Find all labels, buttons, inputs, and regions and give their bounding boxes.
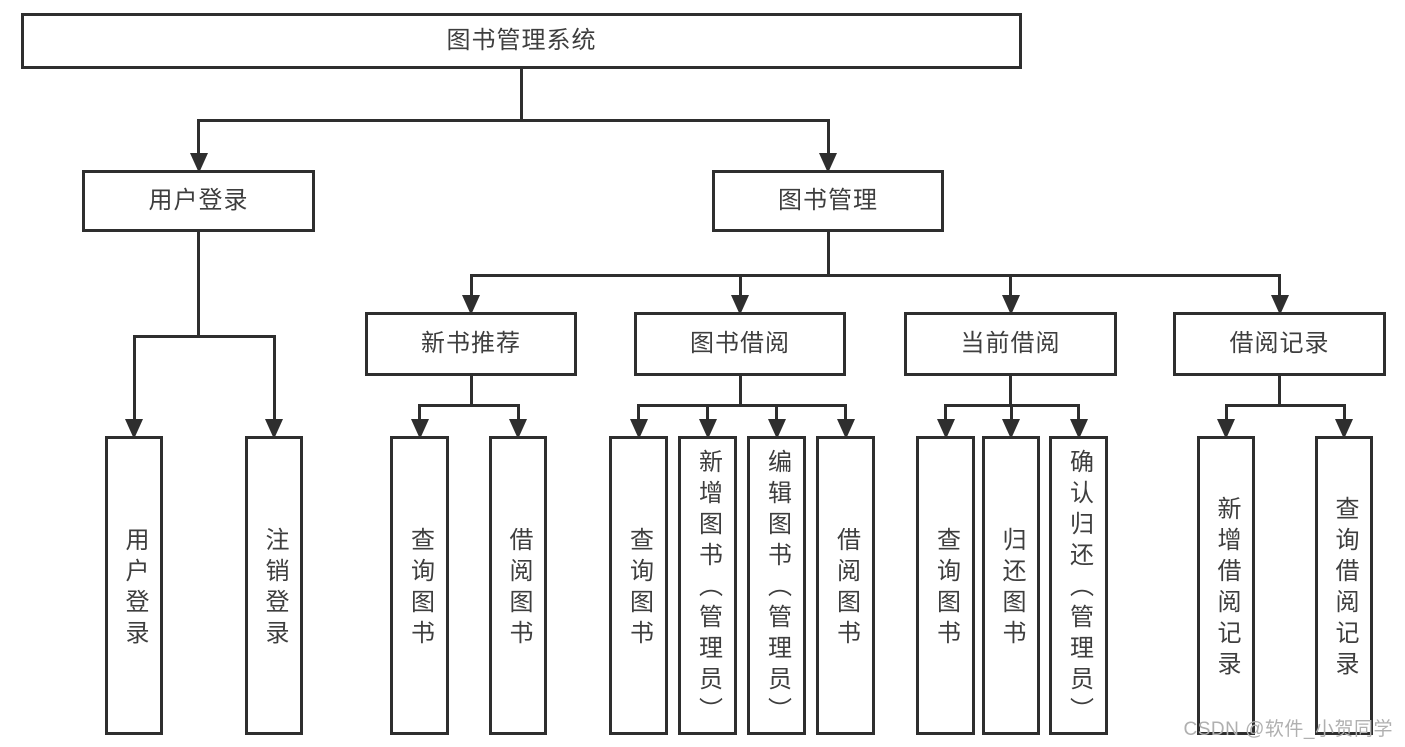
- connector-stem: [197, 232, 200, 336]
- arrowhead-down-icon: [1217, 419, 1235, 439]
- connector-drop: [844, 405, 847, 422]
- connector-drop: [1077, 405, 1080, 422]
- node-records-query-record: 查询借阅记录: [1315, 436, 1373, 735]
- arrowhead-down-icon: [1270, 295, 1289, 315]
- arrowhead-down-icon: [731, 295, 749, 315]
- connector-drop: [1224, 405, 1228, 422]
- node-label-records-query-record: 查询借阅记录: [1331, 495, 1358, 682]
- connector-stem: [1009, 376, 1012, 405]
- node-book-borrowing: 图书借阅: [634, 312, 846, 376]
- arrowhead-down-icon: [1001, 295, 1020, 315]
- node-system: 图书管理系统: [21, 13, 1022, 69]
- node-recommend-borrow-books: 借阅图书: [489, 436, 547, 735]
- node-label-logout-action: 注销登录: [261, 526, 288, 651]
- node-current-confirm-return-admin: 确认归还（管理员）: [1049, 436, 1108, 735]
- connector-stem: [520, 69, 523, 120]
- connector-drop: [1009, 275, 1012, 298]
- node-user-login: 用户登录: [82, 170, 315, 232]
- connector-drop: [775, 405, 778, 422]
- connector-drop: [1009, 405, 1013, 422]
- node-records-add-record: 新增借阅记录: [1197, 436, 1255, 735]
- node-label-records-add-record: 新增借阅记录: [1213, 495, 1240, 682]
- node-label-current-confirm-return-admin: 确认归还（管理员）: [1065, 449, 1093, 728]
- node-label-borrowing-borrow-books: 借阅图书: [832, 526, 860, 651]
- node-borrowing-query-books: 查询图书: [609, 436, 668, 735]
- connector-rail: [637, 403, 847, 407]
- node-label-user-login: 用户登录: [148, 187, 249, 214]
- node-current-return-books: 归还图书: [982, 436, 1040, 735]
- connector-rail: [132, 334, 276, 338]
- connector-rail: [469, 273, 1281, 277]
- node-user-login-action: 用户登录: [105, 436, 163, 735]
- node-label-borrowing-query-books: 查询图书: [625, 526, 653, 651]
- node-label-book-borrowing: 图书借阅: [690, 330, 790, 357]
- arrowhead-down-icon: [189, 153, 208, 173]
- node-label-current-borrowing: 当前借阅: [960, 330, 1061, 357]
- csdn-watermark: CSDN @软件_小贺同学: [1183, 719, 1393, 740]
- node-label-borrowing-add-books-admin: 新增图书（管理员）: [694, 449, 722, 728]
- arrowhead-down-icon: [1335, 419, 1353, 439]
- connector-rail: [418, 403, 520, 407]
- arrowhead-down-icon: [629, 419, 648, 439]
- arrowhead-down-icon: [410, 419, 429, 439]
- connector-stem: [738, 376, 742, 405]
- connector-drop: [738, 275, 742, 298]
- arrowhead-down-icon: [265, 419, 283, 439]
- arrowhead-down-icon: [462, 295, 480, 315]
- connector-drop: [469, 275, 473, 298]
- arrowhead-down-icon: [125, 419, 143, 439]
- node-label-book-management: 图书管理: [778, 187, 878, 214]
- connector-stem: [1278, 376, 1281, 405]
- node-label-borrowing-records: 借阅记录: [1229, 330, 1330, 357]
- connector-drop: [516, 405, 520, 422]
- arrowhead-down-icon: [767, 419, 786, 439]
- arrowhead-down-icon: [698, 419, 717, 439]
- arrowhead-down-icon: [836, 419, 855, 439]
- connector-drop: [1278, 275, 1281, 298]
- node-recommend-query-books: 查询图书: [390, 436, 449, 735]
- node-label-system: 图书管理系统: [446, 27, 597, 54]
- node-label-recommend-query-books: 查询图书: [406, 526, 434, 651]
- node-current-borrowing: 当前借阅: [904, 312, 1117, 376]
- connector-drop: [1342, 405, 1346, 422]
- connector-drop: [826, 120, 830, 156]
- arrowhead-down-icon: [819, 153, 837, 173]
- arrowhead-down-icon: [509, 419, 527, 439]
- node-label-borrowing-edit-books-admin: 编辑图书（管理员）: [763, 449, 791, 728]
- node-new-book-recommend: 新书推荐: [365, 312, 577, 376]
- node-label-user-login-action: 用户登录: [121, 526, 148, 651]
- node-label-current-return-books: 归还图书: [998, 526, 1025, 651]
- connector-drop: [637, 405, 640, 422]
- node-label-new-book-recommend: 新书推荐: [421, 330, 521, 357]
- node-label-recommend-borrow-books: 借阅图书: [505, 526, 532, 651]
- arrowhead-down-icon: [1002, 419, 1020, 439]
- node-borrowing-edit-books-admin: 编辑图书（管理员）: [747, 436, 806, 735]
- node-borrowing-add-books-admin: 新增图书（管理员）: [678, 436, 737, 735]
- arrowhead-down-icon: [1069, 419, 1088, 439]
- connector-stem: [469, 376, 473, 405]
- connector-drop: [272, 336, 276, 422]
- node-borrowing-records: 借阅记录: [1173, 312, 1386, 376]
- connector-rail: [197, 118, 830, 122]
- node-logout-action: 注销登录: [245, 436, 303, 735]
- node-current-query-books: 查询图书: [916, 436, 975, 735]
- arrowhead-down-icon: [936, 419, 955, 439]
- connector-drop: [197, 120, 200, 156]
- connector-drop: [706, 405, 709, 422]
- connector-drop: [132, 336, 136, 422]
- connector-drop: [944, 405, 947, 422]
- node-book-management: 图书管理: [712, 170, 944, 232]
- node-borrowing-borrow-books: 借阅图书: [816, 436, 875, 735]
- node-label-current-query-books: 查询图书: [932, 526, 960, 651]
- connector-stem: [826, 232, 830, 275]
- connector-rail: [1224, 403, 1346, 407]
- connector-drop: [418, 405, 421, 422]
